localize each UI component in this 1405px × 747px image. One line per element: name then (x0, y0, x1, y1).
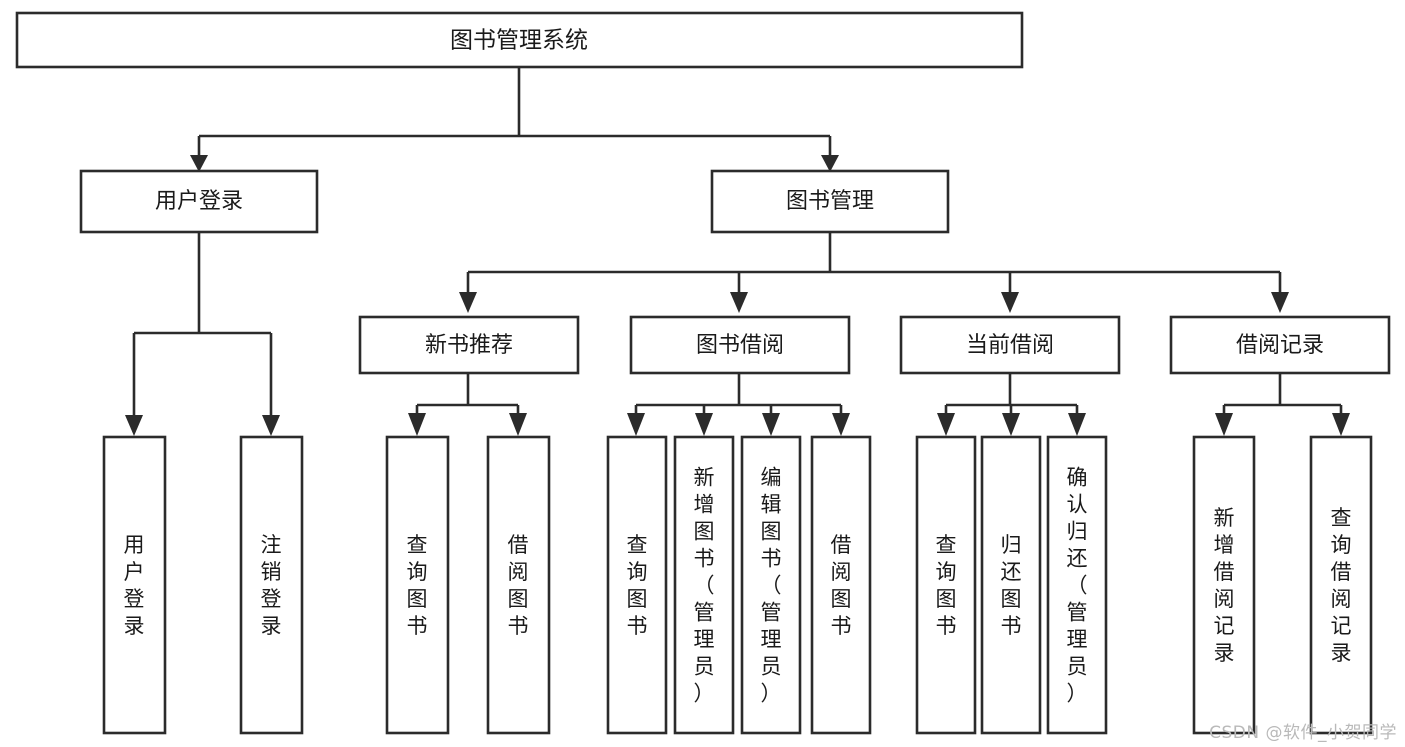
leaf-bb-borrow-book-box[interactable] (810, 435, 872, 735)
leaf-br-add-record-label: 新增借阅记录 (1214, 506, 1235, 665)
arrow-to-new-book (459, 292, 477, 313)
leaf-nb-query-book[interactable]: 查询图书 (385, 435, 450, 735)
leaf-nb-borrow-book[interactable]: 借阅图书 (486, 435, 551, 735)
arrow-leaf-bb-borrow-book (832, 413, 850, 436)
arrow-leaf-bb-edit-book (762, 413, 780, 436)
leaf-user-login[interactable]: 用户登录 (102, 435, 167, 735)
leaf-nb-borrow-book-label: 借阅图书 (508, 533, 529, 638)
leaf-bb-query-book-box[interactable] (606, 435, 668, 735)
csdn-watermark: CSDN @软件_小贺同学 (1209, 723, 1397, 743)
arrow-leaf-bb-query-book (627, 413, 645, 436)
node-root-box[interactable] (15, 11, 1024, 69)
arrow-to-book-borrow (730, 292, 748, 313)
leaf-bb-edit-book-label: 编辑图书（管理员） (761, 466, 782, 706)
arrow-to-borrow-record (1271, 292, 1289, 313)
leaf-nb-borrow-book-box[interactable] (486, 435, 551, 735)
leaf-cb-query-book[interactable]: 查询图书 (915, 435, 977, 735)
leaf-cb-confirm-return-box[interactable] (1046, 435, 1108, 735)
leaf-br-add-record[interactable]: 新增借阅记录 (1192, 435, 1256, 735)
node-new-book-recommend-box[interactable] (358, 315, 580, 375)
leaf-user-login-label: 用户登录 (124, 533, 145, 638)
node-current-borrow-label: 当前借阅 (966, 333, 1054, 358)
leaf-nb-query-book-box[interactable] (385, 435, 450, 735)
leaf-user-login-box[interactable] (102, 435, 167, 735)
arrow-leaf-nb-query-book (408, 413, 426, 436)
node-borrow-record-box[interactable] (1169, 315, 1391, 375)
leaf-logout-login-label: 注销登录 (261, 533, 282, 638)
leaf-cb-confirm-return[interactable]: 确认归还（管理员） (1046, 435, 1108, 735)
leaf-br-query-record[interactable]: 查询借阅记录 (1309, 435, 1373, 735)
node-user-login-label: 用户登录 (155, 189, 243, 214)
arrow-leaf-cb-return-book (1002, 413, 1020, 436)
node-user-login[interactable]: 用户登录 (79, 169, 319, 234)
leaf-nb-query-book-label: 查询图书 (407, 533, 428, 638)
node-root-label: 图书管理系统 (450, 28, 588, 54)
leaf-bb-edit-book-box[interactable] (740, 435, 802, 735)
leaf-bb-borrow-book-label: 借阅图书 (831, 533, 852, 638)
arrow-leaf-nb-borrow-book (509, 413, 527, 436)
leaf-br-query-record-label: 查询借阅记录 (1331, 506, 1352, 665)
leaf-logout-login[interactable]: 注销登录 (239, 435, 304, 735)
connector-group (125, 67, 1350, 436)
node-user-login-box[interactable] (79, 169, 319, 234)
node-book-management-box[interactable] (710, 169, 950, 234)
leaf-cb-return-book-label: 归还图书 (1001, 533, 1022, 638)
leaf-cb-confirm-return-label: 确认归还（管理员） (1067, 466, 1088, 706)
arrow-leaf-br-add-record (1215, 413, 1233, 436)
leaf-cb-query-book-box[interactable] (915, 435, 977, 735)
leaf-cb-return-book[interactable]: 归还图书 (980, 435, 1042, 735)
node-root-system[interactable]: 图书管理系统 (15, 11, 1024, 69)
leaf-bb-add-book-label: 新增图书（管理员） (694, 466, 715, 706)
leaf-br-add-record-box[interactable] (1192, 435, 1256, 735)
leaf-bb-edit-book[interactable]: 编辑图书（管理员） (740, 435, 802, 735)
leaf-bb-add-book-box[interactable] (673, 435, 735, 735)
arrow-leaf-bb-add-book (695, 413, 713, 436)
leaf-cb-query-book-label: 查询图书 (936, 533, 957, 638)
node-book-borrow[interactable]: 图书借阅 (629, 315, 851, 375)
node-borrow-record[interactable]: 借阅记录 (1169, 315, 1391, 375)
node-new-book-recommend-label: 新书推荐 (425, 333, 513, 358)
leaf-bb-query-book-label: 查询图书 (627, 533, 648, 638)
leaf-br-query-record-box[interactable] (1309, 435, 1373, 735)
arrow-leaf-logout-login (262, 415, 280, 436)
arrow-to-current-borrow (1001, 292, 1019, 313)
node-current-borrow-box[interactable] (899, 315, 1121, 375)
node-book-borrow-box[interactable] (629, 315, 851, 375)
arrow-leaf-cb-confirm-return (1068, 413, 1086, 436)
leaf-bb-add-book[interactable]: 新增图书（管理员） (673, 435, 735, 735)
leaf-bb-query-book[interactable]: 查询图书 (606, 435, 668, 735)
leaf-cb-return-book-box[interactable] (980, 435, 1042, 735)
leaf-logout-login-box[interactable] (239, 435, 304, 735)
node-book-management-label: 图书管理 (786, 189, 874, 214)
arrow-to-user-login (190, 155, 208, 172)
node-new-book-recommend[interactable]: 新书推荐 (358, 315, 580, 375)
leaf-bb-borrow-book[interactable]: 借阅图书 (810, 435, 872, 735)
node-current-borrow[interactable]: 当前借阅 (899, 315, 1121, 375)
arrow-leaf-br-query-record (1332, 413, 1350, 436)
node-book-borrow-label: 图书借阅 (696, 333, 784, 358)
arrow-to-book-mgmt (821, 155, 839, 172)
arrow-leaf-cb-query-book (937, 413, 955, 436)
node-borrow-record-label: 借阅记录 (1236, 333, 1324, 358)
arrow-leaf-user-login (125, 415, 143, 436)
node-book-management[interactable]: 图书管理 (710, 169, 950, 234)
